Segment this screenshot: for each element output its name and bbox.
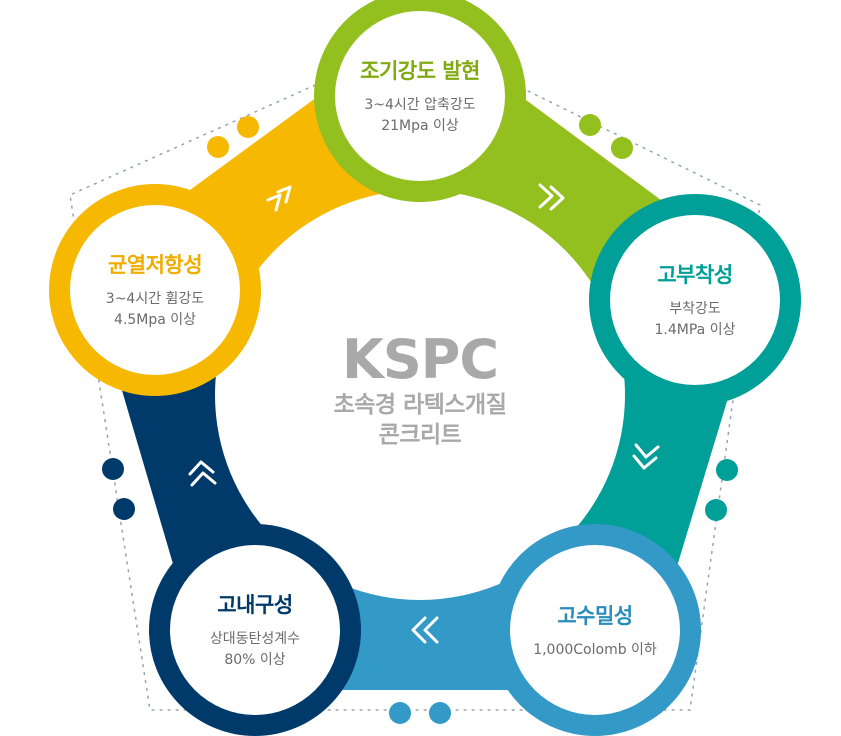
- chevron-up-right-icon: [266, 185, 292, 212]
- node-title: 균열저항성: [107, 253, 203, 277]
- node-desc-line1: 3~4시간 압축강도: [364, 97, 476, 113]
- dot-blue-2: [429, 702, 451, 724]
- node-desc-line1: 1,000Colomb 이하: [533, 641, 657, 658]
- node-durability: 고내구성 상대동탄성계수 80% 이상: [170, 545, 340, 715]
- node-title: 고부착성: [657, 263, 733, 287]
- chevron-up-icon: [188, 460, 217, 487]
- node-desc-line1: 상대동탄성계수: [209, 631, 301, 647]
- dot-teal-2: [705, 499, 727, 521]
- node-high-adhesion: 고부착성 부착강도 1.4MPa 이상: [610, 215, 780, 385]
- center-label: KSPC 초속경 라텍스개질 콘크리트: [270, 330, 570, 450]
- chevron-right-icon: [538, 183, 565, 211]
- node-desc-line2: 4.5Mpa 이상: [113, 312, 197, 328]
- node-title: 조기강도 발현: [360, 59, 480, 83]
- dot-navy-1: [102, 458, 124, 480]
- dot-yellow-2: [237, 116, 259, 138]
- node-desc-line2: 21Mpa 이상: [381, 118, 459, 134]
- node-early-strength: 조기강도 발현 3~4시간 압축강도 21Mpa 이상: [335, 11, 505, 181]
- node-title: 고내구성: [217, 593, 293, 617]
- center-subtitle-line2: 콘크리트: [378, 422, 462, 448]
- dot-yellow-1: [207, 136, 229, 158]
- node-desc-line2: 80% 이상: [224, 652, 286, 668]
- dot-teal-1: [716, 459, 738, 481]
- dot-navy-2: [113, 498, 135, 520]
- center-title: KSPC: [342, 328, 499, 391]
- node-crack-resistance: 균열저항성 3~4시간 휨강도 4.5Mpa 이상: [70, 205, 240, 375]
- node-watertightness: 고수밀성 1,000Colomb 이하: [510, 545, 680, 715]
- center-subtitle-line1: 초속경 라텍스개질: [333, 392, 507, 418]
- dot-blue-1: [389, 702, 411, 724]
- node-desc-line1: 3~4시간 휨강도: [105, 291, 205, 307]
- chevron-down-icon: [632, 443, 660, 470]
- dot-green-1: [579, 114, 601, 136]
- node-desc-line1: 부착강도: [669, 301, 721, 317]
- dot-green-2: [611, 137, 633, 159]
- node-title: 고수밀성: [557, 603, 633, 628]
- center-circle: [215, 190, 625, 600]
- node-desc-line2: 1.4MPa 이상: [654, 322, 736, 338]
- chevron-left-icon: [411, 616, 439, 644]
